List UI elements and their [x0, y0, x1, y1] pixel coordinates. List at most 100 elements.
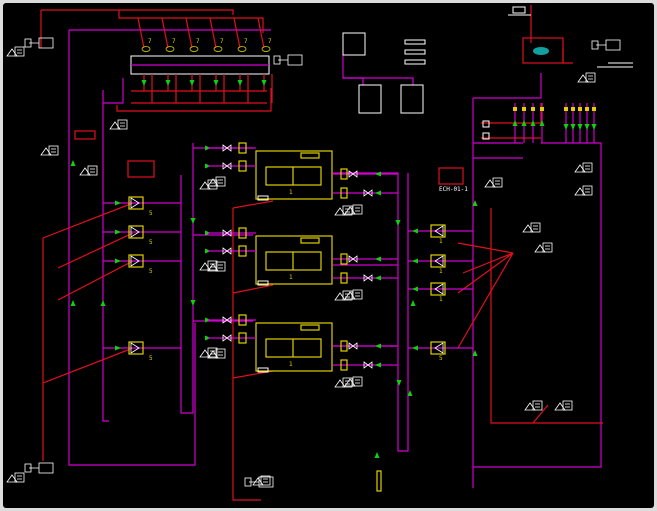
pipe-run — [481, 103, 542, 124]
valve-icon — [592, 107, 596, 111]
flow-arrow-icon — [472, 350, 478, 356]
flow-arrow-icon — [539, 120, 545, 126]
chiller-unit — [255, 322, 333, 372]
tower-label: 7 — [148, 38, 152, 45]
flow-arrow-icon — [375, 256, 381, 262]
instrument-tag — [6, 472, 25, 483]
gauge-icon — [244, 476, 274, 488]
valve-icon — [222, 247, 232, 255]
gauge-icon — [24, 37, 54, 49]
chiller-tag — [257, 367, 269, 373]
pipe-run — [562, 48, 573, 64]
instrument-tag — [512, 6, 526, 14]
flow-arrow-icon — [584, 124, 590, 130]
gauge-icon — [344, 204, 363, 215]
thermometer-icon — [376, 470, 382, 492]
pump-housing — [128, 341, 144, 355]
flow-arrow-icon — [374, 452, 380, 458]
gauge-icon — [207, 261, 226, 272]
gauge-icon — [344, 289, 363, 300]
flow-arrow-icon — [213, 80, 219, 86]
gauge-icon — [273, 54, 303, 66]
flow-arrow-icon — [375, 362, 381, 368]
pump-label: 1 — [439, 296, 443, 303]
pump-icon — [434, 255, 444, 267]
strainer-icon — [238, 160, 247, 172]
flow-arrow-icon — [396, 380, 402, 386]
flow-arrow-icon — [190, 300, 196, 306]
pump-housing — [128, 254, 144, 268]
legend-bar — [404, 59, 426, 65]
valve-icon — [482, 120, 490, 128]
instrument-tag — [524, 400, 543, 411]
gauge-icon — [207, 348, 226, 359]
pump-label: 5 — [149, 210, 153, 217]
pipe-run — [41, 9, 234, 15]
pump-label: 1 — [439, 268, 443, 275]
pipe-run — [232, 284, 274, 294]
strainer-icon — [238, 245, 247, 257]
valve-icon — [222, 316, 232, 324]
pump-icon — [130, 342, 140, 354]
pump-icon — [434, 342, 444, 354]
instrument-tag — [522, 222, 541, 233]
flow-arrow-icon — [70, 160, 76, 166]
tower-label: 7 — [172, 38, 176, 45]
tower-label: 7 — [196, 38, 200, 45]
instrument-tag — [109, 119, 128, 130]
pipe-run — [116, 88, 272, 112]
gauge-icon — [207, 176, 226, 187]
valve-icon — [222, 229, 232, 237]
pump-housing — [430, 282, 446, 296]
valve-icon — [571, 107, 575, 111]
tower-fan-icon — [237, 46, 247, 52]
flow-arrow-icon — [237, 80, 243, 86]
pipe-run — [57, 260, 134, 301]
pipe-run — [462, 252, 514, 274]
instrument-tag — [484, 177, 503, 188]
tower-feed — [233, 17, 241, 49]
flow-arrow-icon — [512, 120, 518, 126]
flow-arrow-icon — [577, 124, 583, 130]
valve-icon — [348, 255, 358, 263]
strainer-icon — [340, 168, 348, 180]
instrument-tag — [40, 145, 59, 156]
valve-icon — [531, 107, 535, 111]
instrument-tag — [534, 242, 553, 253]
tower-label: 7 — [244, 38, 248, 45]
valve-icon — [578, 107, 582, 111]
pipe-run — [42, 202, 134, 239]
chiller-unit — [255, 235, 333, 285]
equipment-tag: ECH-01-1 — [439, 186, 468, 193]
pump-label: 1 — [439, 238, 443, 245]
flow-arrow-icon — [189, 80, 195, 86]
flow-arrow-icon — [375, 171, 381, 177]
pump-label: 5 — [149, 239, 153, 246]
instrument-tag — [79, 165, 98, 176]
tower-feed — [257, 17, 265, 49]
flow-arrow-icon — [190, 218, 196, 224]
chiller-nameplate — [300, 152, 320, 159]
tower-fan-icon — [261, 46, 271, 52]
flow-arrow-icon — [115, 200, 121, 206]
chiller-label: 1 — [289, 189, 293, 196]
pump-housing — [128, 196, 144, 210]
strainer-icon — [340, 253, 348, 265]
valve-icon — [540, 107, 544, 111]
pump-housing — [430, 224, 446, 238]
pipe-run — [532, 404, 549, 424]
valve-icon — [363, 274, 373, 282]
strainer-icon — [340, 272, 348, 284]
chiller-label: 1 — [289, 361, 293, 368]
instrument-tag — [577, 72, 596, 83]
flow-arrow-icon — [530, 120, 536, 126]
chiller-tag — [257, 280, 269, 286]
pipe-run — [232, 200, 274, 209]
pipe-run — [57, 232, 134, 269]
pipe-run — [473, 73, 542, 99]
gauge-icon — [344, 376, 363, 387]
tower-label: 7 — [268, 38, 272, 45]
instrument-tag — [199, 347, 218, 358]
pipe-run — [457, 252, 514, 349]
instrument-tag — [554, 400, 573, 411]
